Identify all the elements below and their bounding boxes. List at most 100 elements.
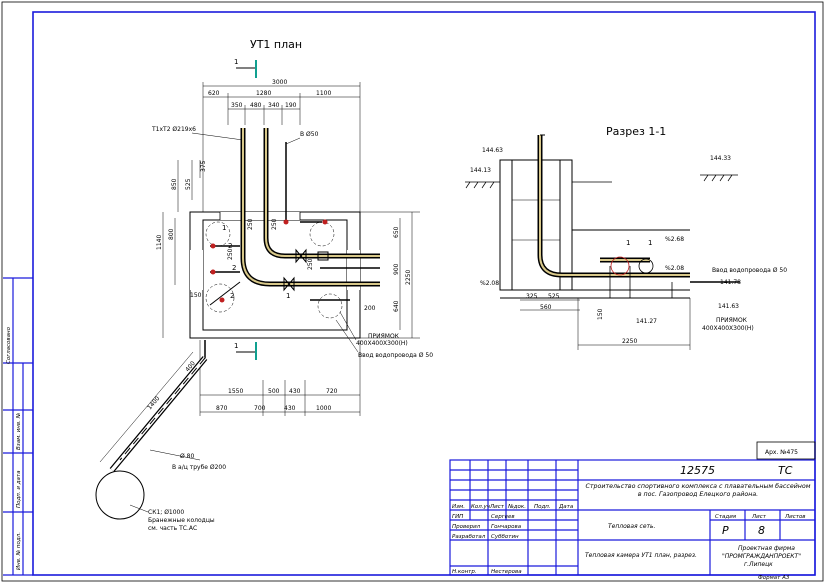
dim-870: 870 xyxy=(216,405,228,412)
arch-box xyxy=(756,441,816,460)
role-gip: ГИП xyxy=(452,514,463,520)
sheet-hdr: Лист xyxy=(751,514,767,520)
dim-mid-1: 250 xyxy=(247,218,254,230)
label-pipes: Т1хТ2 Ø219х6 xyxy=(151,126,196,133)
role-nk: Н.контр. xyxy=(452,569,477,575)
format: Формат А3 xyxy=(758,575,790,581)
marker-4: 1 xyxy=(286,292,290,300)
section-title: Разрез 1-1 xyxy=(606,125,666,138)
doc-code: 12575 xyxy=(680,464,715,477)
project-name: Строительство спортивного комплекса с пл… xyxy=(585,483,811,498)
section-cut-top: 1 xyxy=(234,58,257,78)
stage-value: Р xyxy=(722,524,729,537)
dim-150: 150 xyxy=(190,292,202,299)
role-dev: Разработал xyxy=(452,534,486,540)
plan-dims-left xyxy=(162,160,201,338)
marker-3: 2 xyxy=(230,292,234,300)
label-d80: Ø 80 xyxy=(180,453,194,460)
dim-3000: 3000 xyxy=(272,79,287,86)
dim-720: 720 xyxy=(326,388,338,395)
marker-2: 2 xyxy=(228,242,232,250)
el-14163: 141.63 xyxy=(718,303,739,310)
label-well-3: см. часть ТС.АС xyxy=(148,525,197,532)
section-priyamok-size: 400Х400Х300(Н) xyxy=(702,325,754,332)
firm-1: Проектная фирма xyxy=(738,545,795,552)
dim-mid-2: 250 xyxy=(271,218,278,230)
dim-430b: 430 xyxy=(284,405,296,412)
dim-200: 200 xyxy=(364,305,376,312)
dim-mid-4: 250 xyxy=(307,258,314,270)
side-soglasovano: Согласовано xyxy=(6,326,12,364)
sheet-name: Тепловая камера УТ1 план, разрез. xyxy=(585,552,697,559)
dim-900: 900 xyxy=(393,263,400,275)
plan-dims-bottom xyxy=(199,340,361,416)
dim-1100: 1100 xyxy=(316,90,331,97)
sec-dim-2250: 2250 xyxy=(622,338,637,345)
dim-1280: 1280 xyxy=(256,90,271,97)
label-water-in: Ввод водопровода Ø 50 xyxy=(358,352,433,359)
el-14127: 141.27 xyxy=(636,318,657,325)
dim-340: 340 xyxy=(268,102,280,109)
side-podp-date: Подп. и дата xyxy=(16,470,22,508)
sec-dim-150: 150 xyxy=(597,308,604,320)
el-14433: 144.33 xyxy=(710,155,731,162)
dim-480: 480 xyxy=(250,102,262,109)
plan-title: УТ1 план xyxy=(250,38,302,51)
project-name-box: Строительство спортивного комплекса с пл… xyxy=(585,483,811,498)
cut-mark-label-bottom: 1 xyxy=(234,342,238,350)
dim-190: 190 xyxy=(285,102,297,109)
section-dims xyxy=(520,298,691,350)
el-14413: 144.13 xyxy=(470,167,491,174)
role-check: Проверил xyxy=(452,524,481,530)
stage-hdr: Стадия xyxy=(715,514,737,520)
firm-2: "ПРОМГРАЖДАНПРОЕКТ" xyxy=(722,553,801,560)
dim-650: 650 xyxy=(393,226,400,238)
firm-3: г.Липецк xyxy=(744,561,773,568)
section-marker-1: 1 xyxy=(626,239,630,247)
label-priyamok-size: 400Х400Х300(Н) xyxy=(356,340,408,347)
name-4: Нестерова xyxy=(491,569,522,575)
dim-500: 500 xyxy=(268,388,280,395)
marker-1: 1 xyxy=(222,224,226,232)
inclined-pipe xyxy=(99,351,208,472)
hdr-doc: №док. xyxy=(507,504,526,510)
well-circle xyxy=(95,470,145,520)
section-marker-2: 1 xyxy=(648,239,652,247)
dim-800: 800 xyxy=(168,228,175,240)
section-water-in: Ввод водопровода Ø 50 xyxy=(712,267,787,274)
cut-mark-label: 1 xyxy=(234,58,238,66)
inner-frame xyxy=(32,11,816,576)
label-v50: В Ø50 xyxy=(300,131,319,138)
el-14463: 144.63 xyxy=(482,147,503,154)
plan-dims-right xyxy=(350,211,420,339)
name-3: Субботин xyxy=(491,534,519,540)
dim-2250: 2250 xyxy=(405,270,412,285)
side-inv-orig: Взам. инв. № xyxy=(16,412,22,450)
side-stamp xyxy=(3,277,33,576)
chamber-inner-wall xyxy=(202,219,348,331)
dim-525: 525 xyxy=(185,178,192,190)
el-14178: 141.78 xyxy=(720,279,741,286)
dim-620: 620 xyxy=(208,90,220,97)
hdr-list: Лист xyxy=(489,504,505,510)
name-1: Сергеев xyxy=(491,514,515,520)
name-2: Гончарова xyxy=(491,524,522,530)
section-cut-bottom: 1 xyxy=(234,342,257,360)
section-name: Тепловая сеть. xyxy=(608,523,656,530)
dim-1550: 1550 xyxy=(228,388,243,395)
doc-mark: ТС xyxy=(778,464,793,477)
label-well-2: Бранежные колодцы xyxy=(148,517,215,524)
hdr-podp: Подп. xyxy=(534,504,551,510)
dim-350: 350 xyxy=(231,102,243,109)
sheets-hdr: Листов xyxy=(784,514,806,520)
dim-mid-3: 250 xyxy=(227,248,234,260)
hatch-circles xyxy=(205,221,343,319)
dim-430: 430 xyxy=(289,388,301,395)
section-chamber xyxy=(499,159,690,299)
el-208b: %2.08 xyxy=(480,280,499,287)
dim-1000: 1000 xyxy=(316,405,331,412)
title-block xyxy=(449,459,816,576)
section-pipelines xyxy=(537,134,740,283)
